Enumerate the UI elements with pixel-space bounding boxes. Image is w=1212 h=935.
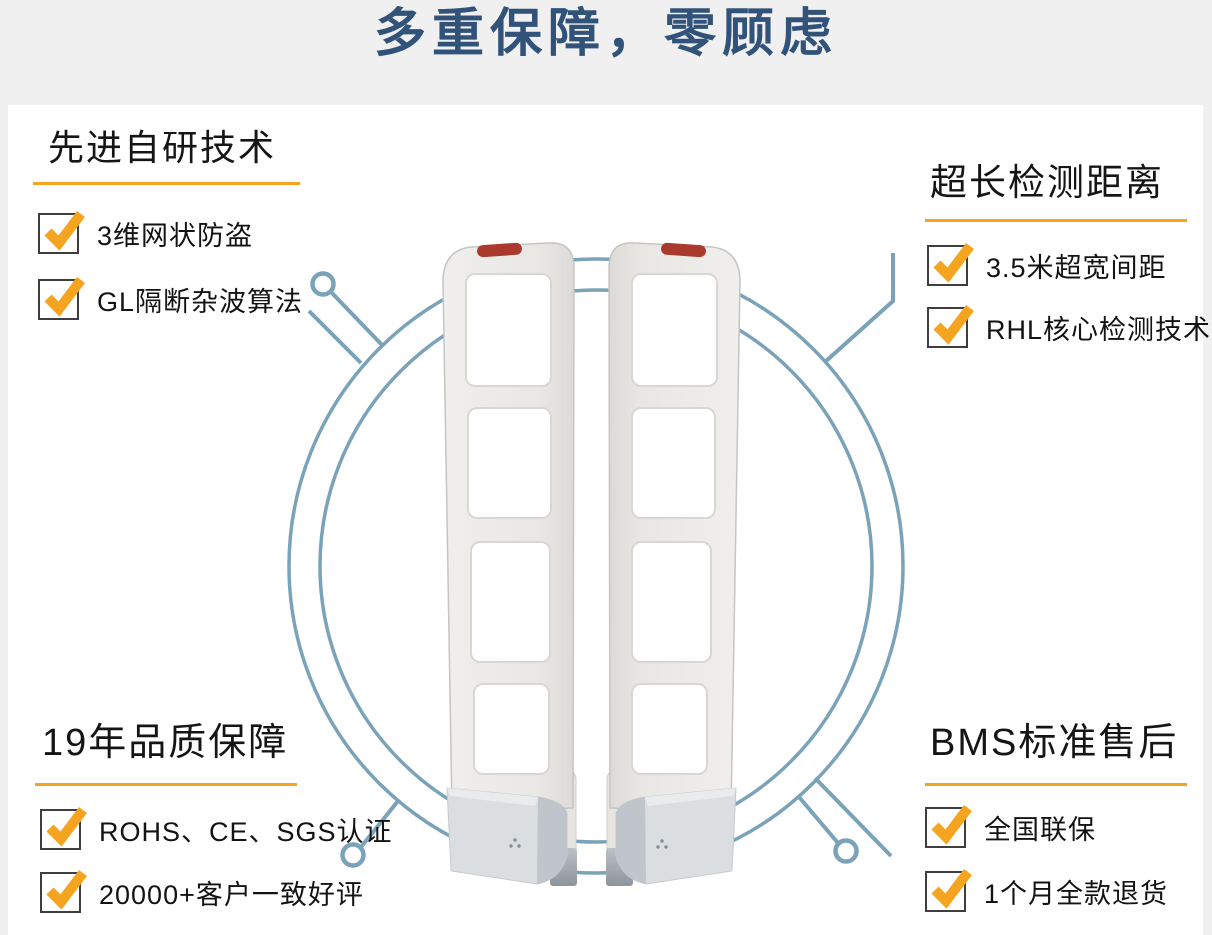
check-mark-icon bbox=[933, 243, 974, 283]
accent-underline bbox=[35, 782, 297, 786]
feature-item-label: 全国联保 bbox=[984, 815, 1096, 846]
content-panel bbox=[8, 105, 1203, 935]
check-mark-icon bbox=[44, 276, 85, 317]
checkbox-icon bbox=[925, 805, 972, 849]
inner-circle bbox=[318, 288, 874, 844]
checkbox-icon bbox=[40, 807, 87, 851]
left-gate-base bbox=[446, 787, 568, 885]
right-gate bbox=[608, 242, 741, 813]
feature-item: GL隔断杂波算法 bbox=[38, 276, 304, 320]
left-gate bbox=[442, 242, 575, 813]
check-mark-icon bbox=[931, 805, 972, 845]
accent-underline bbox=[33, 182, 300, 186]
feature-title: 19年品质保障 bbox=[42, 722, 289, 764]
checkbox-icon bbox=[925, 869, 972, 913]
callout-top-left bbox=[307, 271, 385, 365]
feature-item: RHL核心检测技术 bbox=[927, 305, 1212, 349]
checkbox-icon bbox=[40, 870, 87, 914]
check-mark-icon bbox=[46, 807, 87, 847]
page-title: 多重保障，零顾虑 bbox=[373, 5, 838, 63]
header-band: 多重保障，零顾虑 bbox=[0, 0, 1212, 105]
feature-item-label: 3维网状防盗 bbox=[97, 220, 254, 251]
feature-item: 全国联保 bbox=[925, 805, 1187, 849]
feature-block-bottom-left: 19年品质保障 ROHS、CE、SGS认证 20000+客户一致好评 bbox=[35, 722, 393, 914]
feature-item-label: 1个月全款退货 bbox=[984, 879, 1169, 910]
feature-item-label: ROHS、CE、SGS认证 bbox=[99, 817, 393, 848]
brand-mark-left bbox=[509, 838, 521, 848]
feature-item: ROHS、CE、SGS认证 bbox=[40, 807, 393, 851]
check-mark-icon bbox=[931, 869, 972, 909]
callout-bottom-right bbox=[797, 776, 893, 864]
feature-item-label: 20000+客户一致好评 bbox=[99, 880, 364, 911]
feature-block-top-right: 超长检测距离 3.5米超宽间距 RHL核心检测技术 bbox=[925, 162, 1211, 349]
brand-mark-right bbox=[656, 839, 668, 849]
alarm-light-left bbox=[477, 242, 522, 258]
feature-item: 1个月全款退货 bbox=[925, 869, 1187, 913]
callout-top-right bbox=[823, 253, 895, 364]
checkbox-icon bbox=[38, 276, 85, 320]
feature-title: BMS标准售后 bbox=[930, 722, 1179, 764]
checkbox-icon bbox=[927, 243, 974, 287]
callout-bottom-left bbox=[340, 799, 400, 868]
feature-item: 3.5米超宽间距 bbox=[927, 243, 1211, 287]
checkbox-icon bbox=[927, 305, 974, 349]
outer-circle bbox=[287, 257, 905, 875]
check-mark-icon bbox=[44, 210, 85, 251]
feature-item: 20000+客户一致好评 bbox=[40, 870, 393, 914]
feature-item-label: 3.5米超宽间距 bbox=[986, 253, 1167, 284]
feature-title: 超长检测距离 bbox=[930, 162, 1164, 203]
feature-item-label: RHL核心检测技术 bbox=[986, 315, 1212, 346]
accent-underline bbox=[925, 218, 1187, 222]
feature-title: 先进自研技术 bbox=[48, 127, 277, 168]
checkbox-icon bbox=[38, 210, 85, 254]
accent-underline bbox=[925, 782, 1187, 786]
check-mark-icon bbox=[46, 870, 87, 910]
feature-item-label: GL隔断杂波算法 bbox=[97, 286, 304, 317]
right-gate-base bbox=[615, 787, 737, 885]
feature-item: 3维网状防盗 bbox=[38, 210, 303, 254]
check-mark-icon bbox=[933, 305, 974, 345]
feature-block-bottom-right: BMS标准售后 全国联保 1个月全款退货 bbox=[925, 722, 1187, 913]
feature-block-top-left: 先进自研技术 3维网状防盗 GL隔断杂波算法 bbox=[33, 127, 303, 320]
alarm-light-right bbox=[661, 242, 706, 258]
